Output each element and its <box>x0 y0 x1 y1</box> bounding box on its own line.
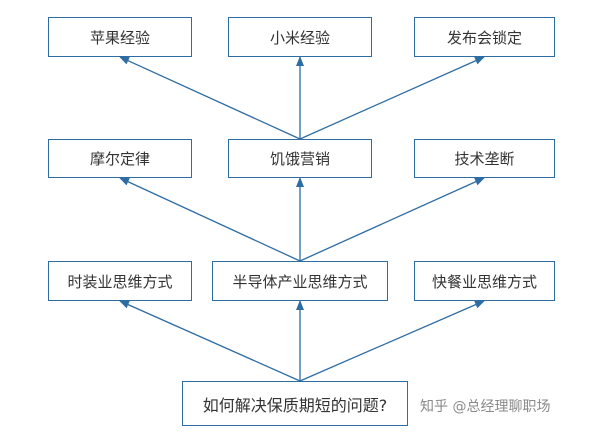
node-tech-monopoly: 技术垄断 <box>414 139 555 178</box>
node-moores-law: 摩尔定律 <box>48 139 192 178</box>
watermark-text: 知乎 @总经理聊职场 <box>420 399 551 415</box>
node-root-question: 如何解决保质期短的问题? <box>182 381 408 426</box>
node-hunger-marketing: 饥饿营销 <box>228 139 372 178</box>
arrow-semiconductor-to-moore <box>119 177 301 262</box>
node-fashion-thinking: 时装业思维方式 <box>48 261 192 301</box>
arrow-hunger-to-apple <box>119 56 301 140</box>
node-launch-lock: 发布会锁定 <box>414 17 555 57</box>
node-xiaomi-experience: 小米经验 <box>228 17 372 57</box>
arrow-question-to-fastfood <box>299 300 485 382</box>
node-apple-experience: 苹果经验 <box>48 17 192 57</box>
node-fastfood-thinking: 快餐业思维方式 <box>414 261 555 301</box>
arrow-hunger-to-launchlock <box>299 56 485 140</box>
arrow-question-to-fashion <box>119 300 301 382</box>
node-semiconductor-thinking: 半导体产业思维方式 <box>212 261 388 301</box>
arrow-semiconductor-to-techmonopoly <box>299 177 485 262</box>
